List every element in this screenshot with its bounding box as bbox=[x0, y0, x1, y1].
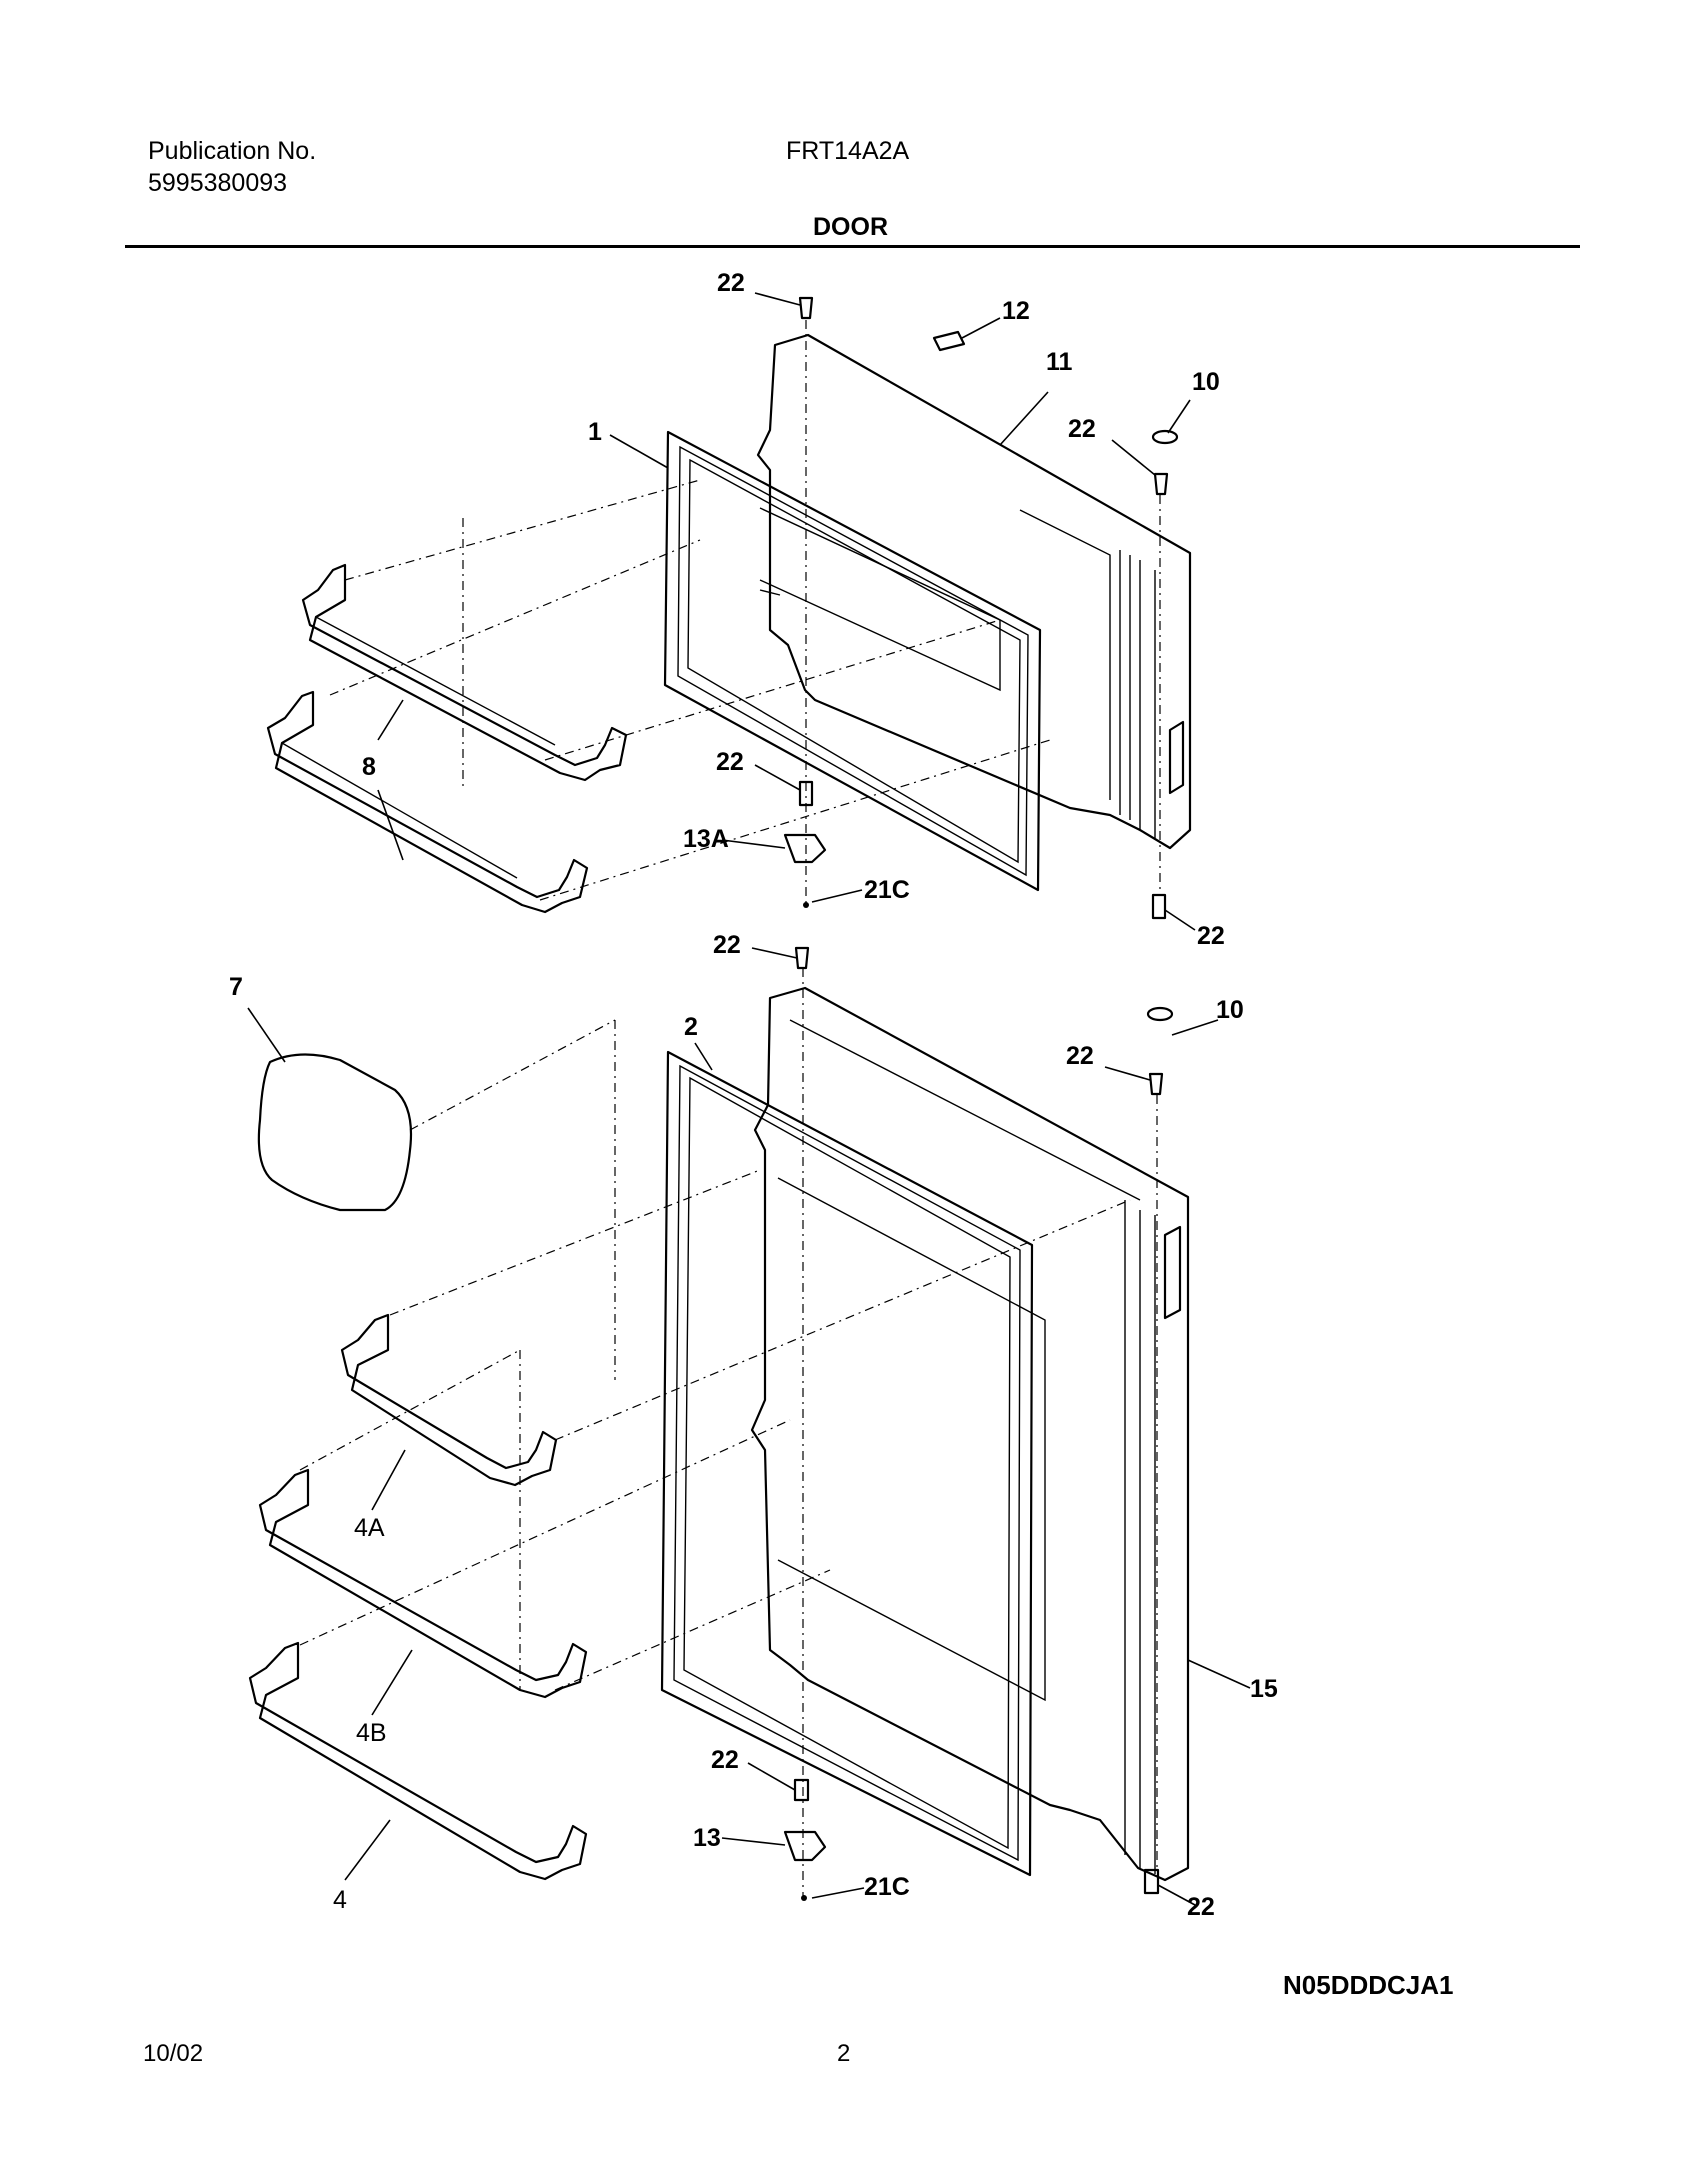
page-number: 2 bbox=[837, 2040, 851, 2067]
callout-8: 8 bbox=[362, 753, 376, 781]
callout-15: 15 bbox=[1250, 1675, 1278, 1703]
callout-13: 13 bbox=[693, 1824, 721, 1852]
callout-22: 22 bbox=[1066, 1042, 1094, 1070]
callout-12: 12 bbox=[1002, 297, 1030, 325]
freezer-hardware bbox=[783, 296, 1179, 920]
door-shelf-part-4 bbox=[248, 1641, 588, 1881]
callout-4: 4 bbox=[333, 1886, 347, 1914]
callout-22: 22 bbox=[716, 748, 744, 776]
publication-number: 5995380093 bbox=[148, 169, 288, 197]
callout-22: 22 bbox=[717, 269, 745, 297]
fresh-food-hardware bbox=[783, 946, 1174, 1901]
callout-21c: 21C bbox=[864, 876, 910, 904]
fresh-food-door-part-15 bbox=[750, 986, 1190, 1882]
callout-22: 22 bbox=[1197, 922, 1225, 950]
model-number: FRT14A2A bbox=[786, 137, 910, 165]
diagram-code: N05DDDCJA1 bbox=[1283, 1970, 1454, 2000]
freezer-gasket-part-1 bbox=[663, 430, 1042, 892]
callout-4a: 4A bbox=[354, 1514, 385, 1542]
callout-1: 1 bbox=[588, 418, 602, 446]
callout-22: 22 bbox=[711, 1746, 739, 1774]
door-shelf-part-4a bbox=[340, 1313, 558, 1487]
header-rule bbox=[125, 245, 1580, 248]
door-shelf-part-4b bbox=[258, 1468, 588, 1699]
callout-22: 22 bbox=[1068, 415, 1096, 443]
callout-11: 11 bbox=[1046, 348, 1073, 376]
callout-10: 10 bbox=[1216, 996, 1244, 1024]
publication-label: Publication No. bbox=[148, 137, 317, 165]
section-title: DOOR bbox=[813, 213, 888, 241]
publication-date: 10/02 bbox=[143, 2040, 204, 2067]
callout-22: 22 bbox=[713, 931, 741, 959]
callout-7: 7 bbox=[229, 973, 243, 1001]
callout-22: 22 bbox=[1187, 1893, 1215, 1921]
callout-4b: 4B bbox=[356, 1719, 387, 1747]
callout-2: 2 bbox=[684, 1013, 698, 1041]
leader-lines bbox=[247, 292, 1251, 1906]
freezer-shelf-part-8-upper bbox=[301, 563, 628, 782]
callout-21c: 21C bbox=[864, 1873, 910, 1901]
butter-compartment-part-7 bbox=[257, 1053, 413, 1212]
freezer-shelf-part-8-lower bbox=[266, 690, 589, 914]
freezer-door-part-11 bbox=[756, 333, 1192, 850]
callout-13a: 13A bbox=[683, 825, 729, 853]
callout-10: 10 bbox=[1192, 368, 1220, 396]
